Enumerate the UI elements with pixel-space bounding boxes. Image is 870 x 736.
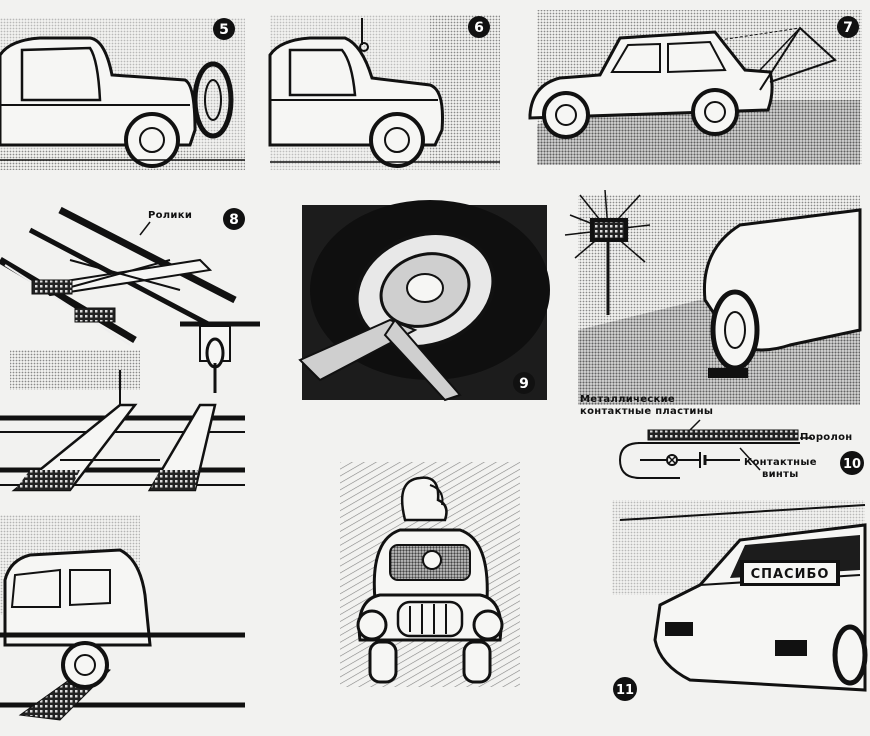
figure-9-number-badge: 9 bbox=[513, 372, 535, 394]
figure-6-number: 6 bbox=[474, 20, 484, 36]
figure-7-car-tow-frame bbox=[528, 10, 862, 165]
figure-8-roller-frame bbox=[0, 206, 260, 721]
figure-9-number: 9 bbox=[519, 376, 529, 392]
thanks-sign-text: СПАСИБО bbox=[751, 567, 830, 582]
wiring-diagram bbox=[618, 419, 812, 479]
label-contact-screws-line1: Контактные bbox=[744, 457, 817, 468]
figure-8-number-badge: 8 bbox=[223, 208, 245, 230]
figure-10-number-badge: 10 bbox=[840, 451, 864, 475]
label-contact-screws-line2: винты bbox=[762, 469, 799, 480]
figure-10-contact-signal bbox=[564, 189, 862, 479]
label-metal-plates-line2: контактные пластины bbox=[580, 406, 714, 417]
figure-6-number-badge: 6 bbox=[468, 16, 490, 38]
label-rollers: Ролики bbox=[148, 210, 193, 221]
figure-7-number-badge: 7 bbox=[837, 16, 859, 38]
label-foam: Поролон bbox=[800, 432, 853, 443]
figure-8-number: 8 bbox=[229, 212, 239, 228]
figure-11-number: 11 bbox=[616, 683, 634, 698]
figure-5-car-rear-spare-wheel bbox=[0, 18, 245, 170]
figure-6-car-rear-hook bbox=[268, 15, 500, 170]
figure-5-number-badge: 5 bbox=[213, 18, 235, 40]
figure-9-wheel-closeup bbox=[298, 200, 550, 402]
figure-10-number: 10 bbox=[843, 457, 861, 472]
cartoon-dog-driving-car bbox=[340, 462, 520, 687]
figure-11-car-thanks-sign: СПАСИБО bbox=[612, 500, 868, 692]
label-metal-plates-line1: Металлические bbox=[580, 394, 675, 405]
figure-7-number: 7 bbox=[843, 20, 853, 36]
figure-5-number: 5 bbox=[219, 22, 229, 38]
figure-11-number-badge: 11 bbox=[613, 677, 637, 701]
